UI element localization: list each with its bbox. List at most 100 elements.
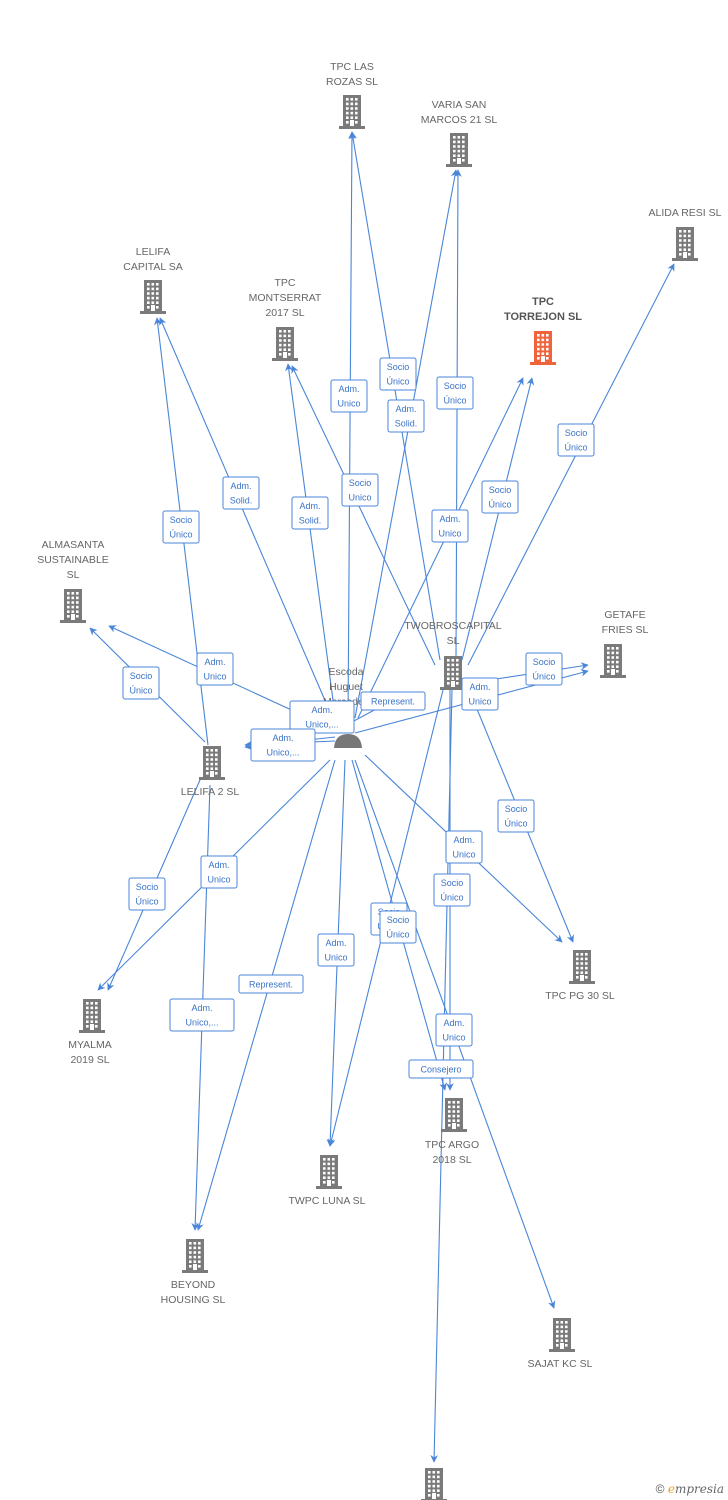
edge-label-box[interactable] [128,877,166,911]
edge-label[interactable]: Adm.Solid. [291,496,329,530]
edge-label-box[interactable] [497,799,535,833]
node-alida_resi[interactable]: ALIDA RESI SL [649,207,722,261]
building-icon[interactable] [79,999,105,1033]
building-icon[interactable] [441,1098,467,1132]
edge-label-box[interactable] [481,480,519,514]
building-icon[interactable] [530,331,556,365]
building-icon[interactable] [440,656,466,690]
edge-label-text: Unico [207,875,230,885]
edge-label-box[interactable] [445,830,483,864]
edge-label-text: Unico,... [266,748,299,758]
edge-label[interactable]: Adm.Unico,... [289,700,355,734]
building-icon[interactable] [549,1318,575,1352]
building-icon[interactable] [316,1155,342,1189]
edge-label[interactable]: Adm.Unico [196,652,234,686]
node-tpc_pg30[interactable]: TPC PG 30 SL [545,950,615,1002]
edge-label[interactable]: Adm.Unico,... [169,998,235,1032]
building-icon[interactable] [182,1239,208,1273]
edge-label-box[interactable] [379,357,417,391]
building-icon[interactable] [60,589,86,623]
edge-label-box[interactable] [557,423,595,457]
edge-label[interactable]: Adm.Unico [330,379,368,413]
edge-label-box[interactable] [436,376,474,410]
edge-label-box[interactable] [433,873,471,907]
edge-label-box[interactable] [200,855,238,889]
edge-label-box[interactable] [169,998,235,1032]
edge-label-box[interactable] [162,510,200,544]
edge-label[interactable]: Adm.Unico [317,933,355,967]
edge-label-box[interactable] [122,666,160,700]
edge-label-box[interactable] [379,910,417,944]
node-lelifa2[interactable]: LELIFA 2 SL [181,746,240,798]
building-icon[interactable] [421,1468,447,1500]
node-beyond_housing[interactable]: BEYOND HOUSING SL [161,1239,226,1306]
edge-label-box[interactable] [461,677,499,711]
building-icon[interactable] [339,95,365,129]
node-sajat_kc[interactable]: SAJAT KC SL [528,1318,593,1370]
edge-label-box[interactable] [360,691,426,711]
edge-label[interactable]: Adm.Unico [445,830,483,864]
building-icon[interactable] [569,950,595,984]
node-label: Escoda [328,666,363,678]
building-icon[interactable] [672,227,698,261]
edge-label-box[interactable] [317,933,355,967]
edge-label[interactable]: Adm.Unico [461,677,499,711]
edge-label[interactable]: Consejero [408,1059,474,1079]
edge-label-box[interactable] [387,399,425,433]
edge-label[interactable]: Represent. [360,691,426,711]
edge-label-box[interactable] [330,379,368,413]
node-label: BEYOND [171,1279,216,1291]
edge-label-text: Único [386,377,409,387]
edge-label-box[interactable] [435,1013,473,1047]
edge-label-box[interactable] [250,728,316,762]
node-twpc_luna[interactable]: TWPC LUNA SL [288,1155,366,1207]
edge-label[interactable]: Adm.Solid. [387,399,425,433]
edge-label-box[interactable] [238,974,304,994]
edge-label[interactable]: Adm.Unico [200,855,238,889]
edge-label-text: Consejero [420,1065,461,1075]
edge-label-text: Unico [442,1033,465,1043]
building-icon[interactable] [140,280,166,314]
edge-label[interactable]: Represent. [238,974,304,994]
edge-label[interactable]: Adm.Unico [431,509,469,543]
building-icon[interactable] [272,327,298,361]
edge-label-box[interactable] [196,652,234,686]
edge-label-box[interactable] [431,509,469,543]
edge-label-box[interactable] [525,652,563,686]
edge-label-box[interactable] [341,473,379,507]
edge-label-box[interactable] [289,700,355,734]
edge-label[interactable]: Adm.Solid. [222,476,260,510]
edge-label[interactable]: Adm.Unico,... [250,728,316,762]
edge-label-box[interactable] [222,476,260,510]
building-icon[interactable] [199,746,225,780]
building-icon[interactable] [446,133,472,167]
edge-label-box[interactable] [291,496,329,530]
node-label: HOUSING SL [161,1294,226,1306]
edge-label-box[interactable] [408,1059,474,1079]
node-bottom_company[interactable] [421,1468,447,1500]
building-icon[interactable] [600,644,626,678]
edge-label[interactable]: Adm.Unico [435,1013,473,1047]
